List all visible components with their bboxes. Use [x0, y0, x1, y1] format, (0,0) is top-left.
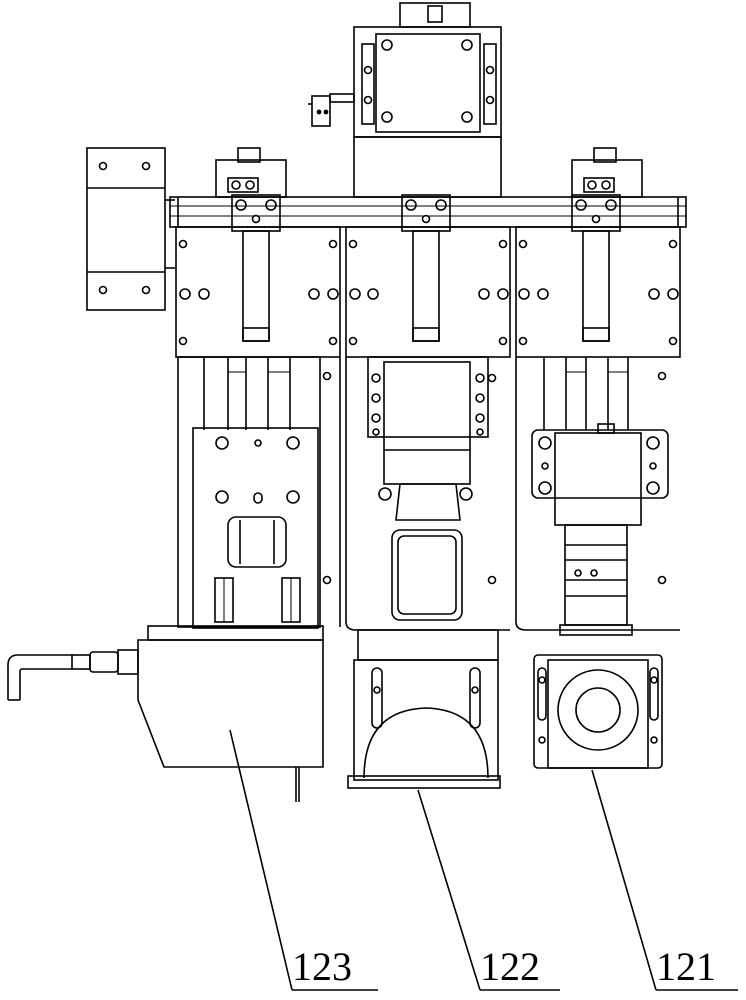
leader-line-121: [591, 769, 657, 991]
leader-line-123: [229, 729, 293, 991]
left-column: [177, 356, 341, 629]
plate-bolts: [178, 239, 679, 346]
upper-plates: [175, 226, 681, 358]
callout-123: 123: [229, 729, 378, 991]
top-motor-assembly: [308, 2, 502, 198]
callout-label-123: 123: [292, 944, 352, 989]
middle-column: [345, 356, 510, 661]
component-122-bowl-nozzle: [347, 659, 501, 789]
leader-line-122: [417, 789, 481, 991]
component-121-ring-module: [537, 659, 659, 769]
callout-label-121: 121: [656, 944, 716, 989]
top-clamp-left: [215, 147, 287, 342]
callout-label-122: 122: [480, 944, 540, 989]
component-123-gripper-box: [7, 625, 324, 802]
top-clamp-middle: [401, 194, 451, 342]
cable-connector: [7, 649, 139, 701]
callout-122: 122: [417, 789, 560, 991]
left-mounting-bracket: [86, 147, 175, 311]
callout-121: 121: [591, 769, 738, 991]
right-column: [515, 357, 680, 769]
top-clamps: [215, 147, 643, 342]
top-clamp-right: [571, 147, 643, 342]
